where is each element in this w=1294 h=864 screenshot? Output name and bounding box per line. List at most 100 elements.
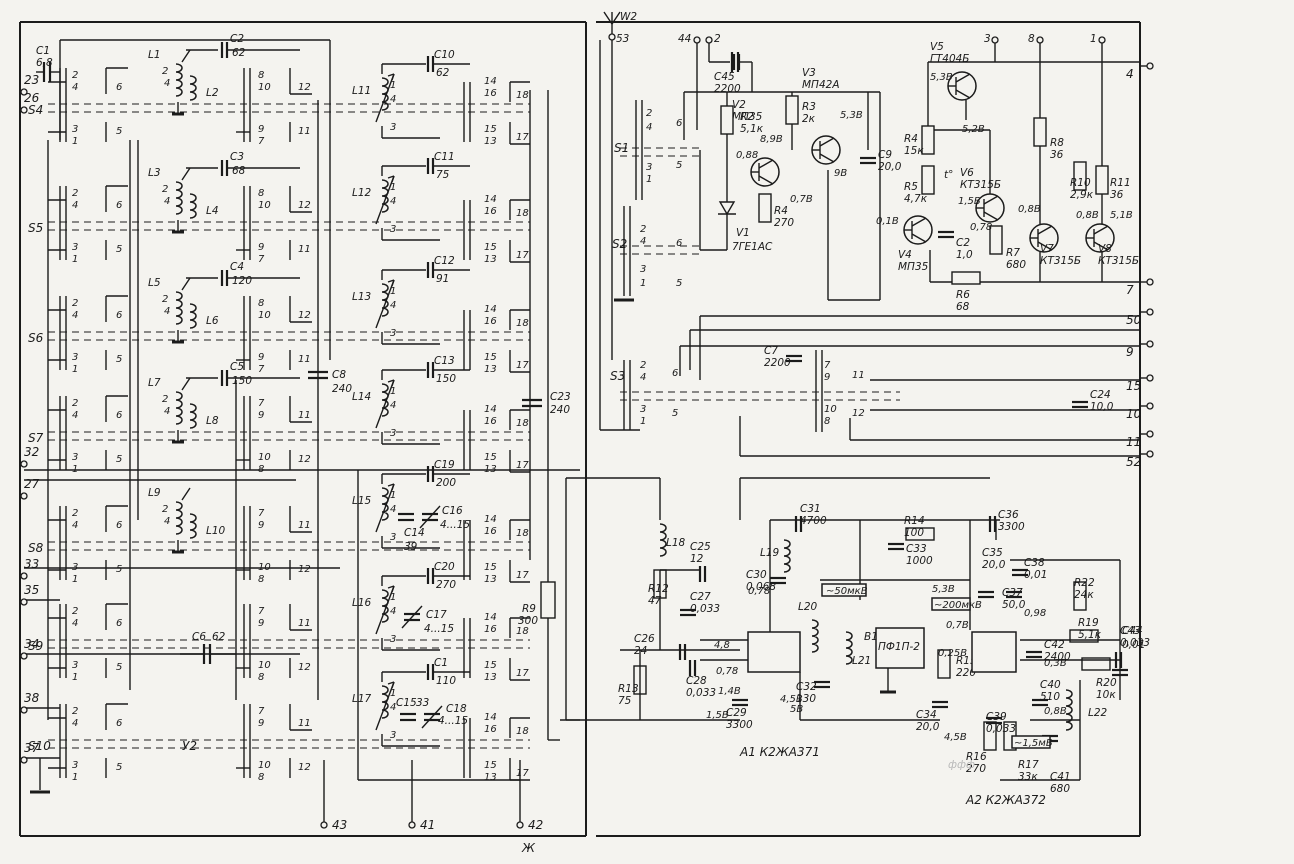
capacitor-ref: C26 xyxy=(634,633,655,645)
voltage-12: 5,1В xyxy=(1110,210,1133,221)
cap-value-c3: 68 xyxy=(232,165,246,177)
pin-4: 4 xyxy=(72,520,78,531)
left-terminal-dot-32 xyxy=(20,460,28,468)
terminal-4: 4 xyxy=(1126,67,1134,81)
voltage-4: 8,9В xyxy=(760,134,783,145)
cap-ref-c4: C4 xyxy=(230,261,244,273)
transistor-type: МП35 xyxy=(898,261,929,273)
voltage-14: 0,78 xyxy=(748,586,770,597)
band-switch-s6: S6 xyxy=(28,331,44,345)
voltage-6: 0,7В xyxy=(790,194,813,205)
resistor-value: 5,1к xyxy=(740,123,764,135)
mid-pin-10: 10 xyxy=(258,562,271,573)
resistor-value: 24к xyxy=(1074,589,1094,601)
r9-value: 300 xyxy=(518,615,538,627)
mid-pin-12: 12 xyxy=(298,762,311,773)
band-switch-s10: S10 xyxy=(28,739,51,753)
mid-pin-10: 10 xyxy=(258,200,271,211)
coil-l16 xyxy=(381,589,389,623)
resistor-body xyxy=(921,165,935,195)
right-pin-18: 18 xyxy=(516,318,529,329)
capacitor-ref: C37 xyxy=(1002,587,1023,599)
right-pin-16: 16 xyxy=(484,206,497,217)
coil-pin-1: 1 xyxy=(390,80,396,91)
pin-5: 5 xyxy=(116,244,122,255)
band-switch-s8: S8 xyxy=(28,541,44,555)
pin-6: 6 xyxy=(116,410,122,421)
right-terminal-dot-10 xyxy=(1146,402,1154,410)
capacitor-ref: C28 xyxy=(686,675,707,687)
s1-pin-3: 3 xyxy=(646,162,652,173)
terminal-10: 10 xyxy=(1126,407,1142,421)
mid-pin-9: 9 xyxy=(258,520,264,531)
terminal-52: 52 xyxy=(1126,455,1141,469)
pin-1: 1 xyxy=(72,464,78,475)
pin-3: 3 xyxy=(72,452,78,463)
right-pin-17: 17 xyxy=(516,460,529,471)
cap-ref-c11: C11 xyxy=(434,151,455,163)
resistor-r2: R25,1к xyxy=(720,105,764,135)
transistor-ref: V7 xyxy=(1040,243,1054,255)
c17-value: 4...15 xyxy=(424,623,454,635)
coil-ref-l12: L12 xyxy=(352,187,372,199)
pin-6: 6 xyxy=(116,618,122,629)
coil-ref-l22: L22 xyxy=(1088,707,1108,719)
left-terminal-dot-37 xyxy=(20,756,28,764)
pin-4: 4 xyxy=(72,200,78,211)
resistor-body xyxy=(1073,161,1087,191)
switch-s3: S3 2 4 6 3 1 5 7 9 11 10 8 12 xyxy=(610,350,900,432)
terminal-27: 27 xyxy=(24,477,40,491)
capacitor-ref: C43 xyxy=(1120,625,1141,637)
terminal-15: 15 xyxy=(1126,379,1141,393)
pin-2: 2 xyxy=(72,508,78,519)
right-pin-18: 18 xyxy=(516,528,529,539)
coil-l3 xyxy=(175,181,183,215)
coil-ref-l13: L13 xyxy=(352,291,371,303)
coil-ref-l16: L16 xyxy=(352,597,372,609)
left-terminal-dot-23 xyxy=(20,88,28,96)
resistor-value: 36 xyxy=(1050,149,1064,161)
resistor-ref: R16 xyxy=(966,751,987,763)
pin-3: 3 xyxy=(72,352,78,363)
pin-5: 5 xyxy=(116,454,122,465)
resistor-value: 68 xyxy=(956,301,970,313)
pin-2: 2 xyxy=(72,298,78,309)
coil-pin-1: 1 xyxy=(390,490,396,501)
pin-1: 1 xyxy=(72,574,78,585)
resistor-ref: R10 xyxy=(1070,177,1091,189)
s2-pin-4: 4 xyxy=(640,236,646,247)
coil-l9 xyxy=(175,501,183,535)
cap-ref-c19: C19 xyxy=(434,459,455,471)
coil-pin-3: 3 xyxy=(390,428,396,439)
right-pin-13: 13 xyxy=(484,574,497,585)
resistor-ref: R14 xyxy=(904,515,925,527)
frame-right-board xyxy=(596,21,1141,837)
s3-pin-6: 6 xyxy=(672,368,678,379)
resistor-value: 100 xyxy=(904,527,924,539)
coil-pin-4: 4 xyxy=(390,606,396,617)
right-pin-14: 14 xyxy=(484,404,497,415)
resistor-value: 2к xyxy=(802,113,816,125)
coil-pin-3: 3 xyxy=(390,634,396,645)
coil-ref-l21: L21 xyxy=(852,655,871,667)
c18-ref: C18 xyxy=(446,703,467,715)
coil-pin-2: 2 xyxy=(162,184,168,195)
coil-l15 xyxy=(381,487,389,521)
mid-pin-7: 7 xyxy=(258,508,265,519)
capacitor-ref: C30 xyxy=(746,569,767,581)
cap-c1: C1 6,8 xyxy=(36,45,60,82)
coil-pin-3: 3 xyxy=(390,224,396,235)
resistor-ref: R17 xyxy=(1018,759,1039,771)
transistor-type: МП42А xyxy=(802,79,840,91)
capacitor-value: 0,01 xyxy=(1122,639,1145,651)
resistor-body xyxy=(1073,581,1087,611)
c6-value: 62 xyxy=(212,631,226,643)
